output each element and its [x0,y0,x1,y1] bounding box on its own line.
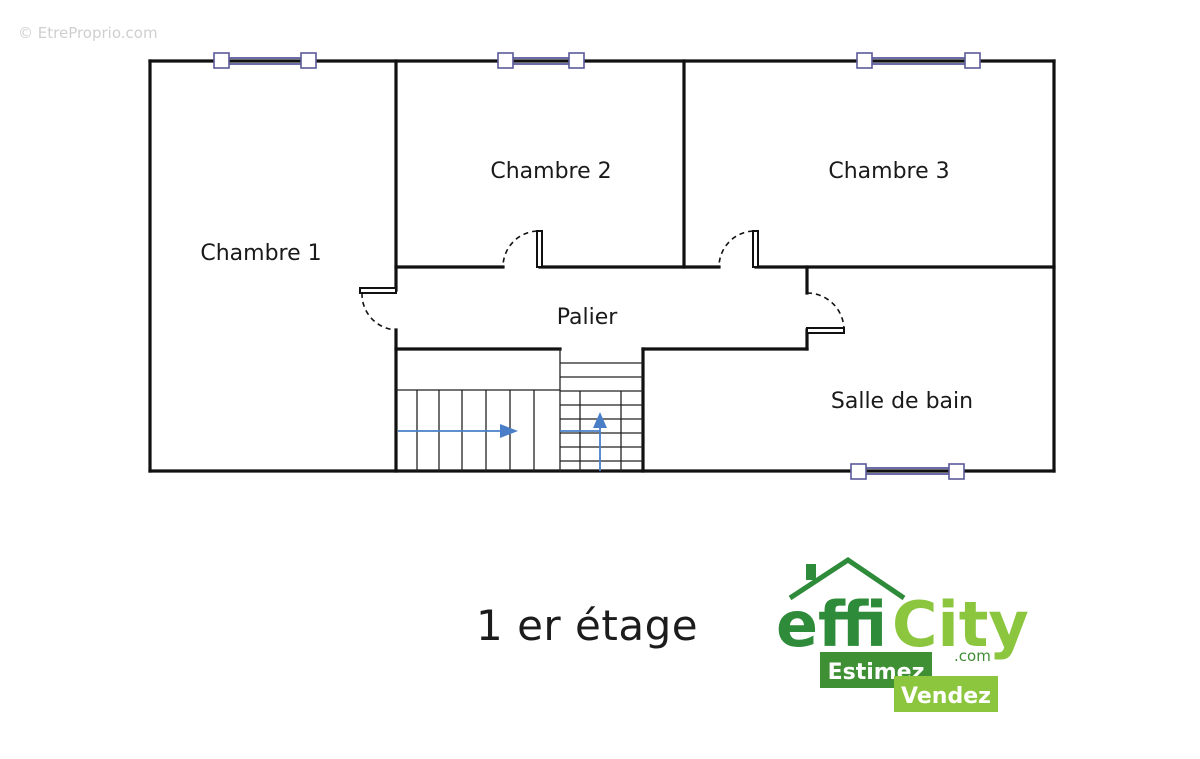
room-label-salle-de-bain: Salle de bain [831,389,973,414]
door-chambre1 [359,287,397,331]
efficity-logo: effi City .com Estimez Vendez [776,556,1029,712]
interior-walls [394,59,1056,473]
house-roof-icon [788,556,906,601]
window-chambre1 [213,52,317,69]
logo-domain: .com [954,647,991,665]
logo-tag-vendez-bg [894,676,998,712]
logo-tag-vendez: Vendez [901,684,991,709]
room-label-palier: Palier [557,305,619,330]
staircase [396,349,643,471]
window-chambre2 [497,52,585,69]
logo-brand-city: City [892,588,1029,661]
window-salle-de-bain [850,463,965,480]
door-chambre3 [718,230,759,268]
window-chambre3 [856,52,981,69]
stair-arrows [398,412,607,471]
door-salle-de-bain [806,292,845,334]
room-label-chambre2: Chambre 2 [490,159,611,184]
logo-brand-effi: effi [776,588,887,661]
room-label-chambre1: Chambre 1 [200,241,321,266]
floor-label: 1 er étage [476,601,699,650]
door-chambre2 [502,230,543,268]
watermark-text: © EtreProprio.com [18,24,158,42]
room-label-chambre3: Chambre 3 [828,159,949,184]
